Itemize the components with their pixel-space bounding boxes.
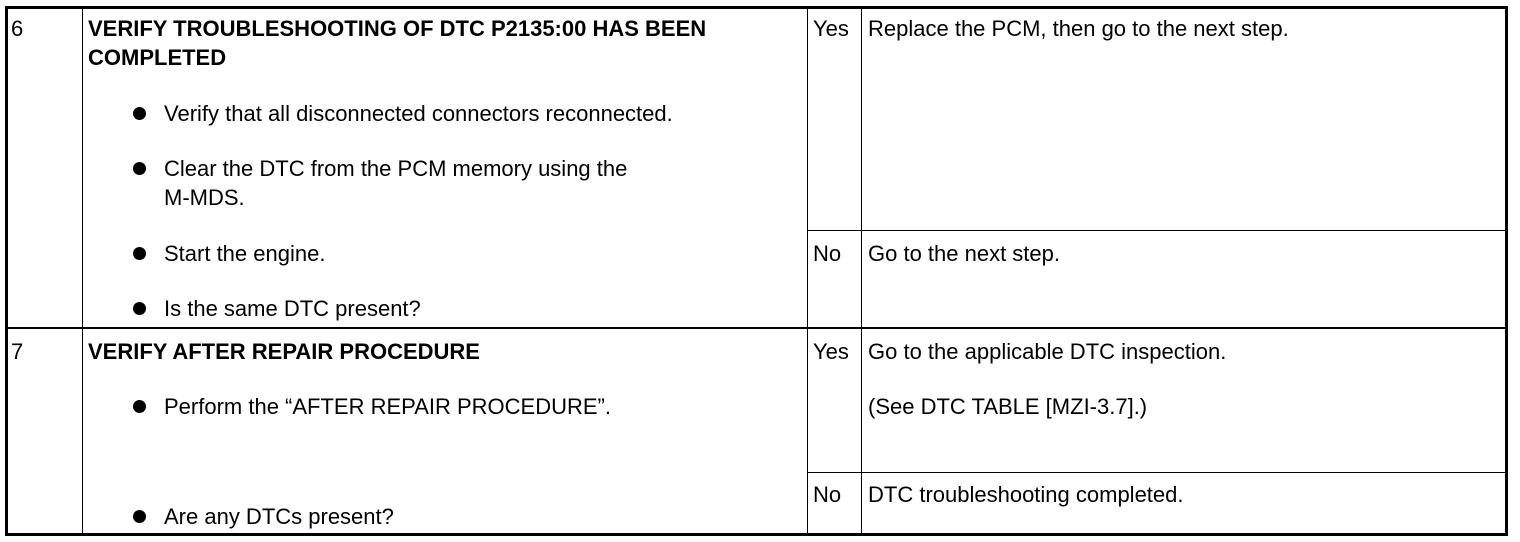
bullet-icon bbox=[133, 247, 146, 260]
bullet-icon bbox=[133, 302, 146, 315]
step-number: 7 bbox=[11, 339, 24, 364]
bullet-icon bbox=[133, 162, 146, 175]
row-divider bbox=[5, 327, 1508, 329]
inspection-item: Verify that all disconnected connectors … bbox=[164, 101, 673, 126]
bullet-icon bbox=[133, 400, 146, 413]
bullet-icon bbox=[133, 510, 146, 523]
inspection-item: Start the engine. bbox=[164, 241, 326, 266]
step-number: 6 bbox=[11, 16, 24, 41]
result-divider-row7 bbox=[808, 472, 1505, 473]
result-action: Go to the applicable DTC inspection. bbox=[868, 339, 1227, 364]
table-border-left bbox=[5, 6, 8, 536]
inspection-item-continued: M-MDS. bbox=[164, 185, 245, 210]
result-action: Go to the next step. bbox=[868, 241, 1061, 266]
column-divider-result bbox=[861, 6, 862, 536]
result-answer-no: No bbox=[813, 482, 842, 507]
result-action: DTC troubleshooting completed. bbox=[868, 482, 1184, 507]
step-title-continued: COMPLETED bbox=[88, 45, 227, 70]
inspection-item: Clear the DTC from the PCM memory using … bbox=[164, 156, 628, 181]
inspection-item: Are any DTCs present? bbox=[164, 504, 394, 529]
column-divider-inspection bbox=[807, 6, 808, 536]
step-title: VERIFY AFTER REPAIR PROCEDURE bbox=[88, 339, 480, 364]
table-border-right bbox=[1505, 6, 1508, 536]
result-action-reference: (See DTC TABLE [MZI-3.7].) bbox=[868, 394, 1148, 419]
column-divider-step bbox=[82, 6, 83, 536]
result-answer-yes: Yes bbox=[813, 16, 849, 41]
table-border-bottom bbox=[5, 533, 1508, 536]
result-action: Replace the PCM, then go to the next ste… bbox=[868, 16, 1289, 41]
result-answer-no: No bbox=[813, 241, 842, 266]
inspection-item: Is the same DTC present? bbox=[164, 296, 421, 321]
step-title: VERIFY TROUBLESHOOTING OF DTC P2135:00 H… bbox=[88, 16, 707, 41]
bullet-icon bbox=[133, 107, 146, 120]
table-border-top bbox=[5, 6, 1508, 9]
result-divider-row6 bbox=[808, 230, 1505, 231]
inspection-item: Perform the “AFTER REPAIR PROCEDURE”. bbox=[164, 394, 611, 419]
result-answer-yes: Yes bbox=[813, 339, 849, 364]
